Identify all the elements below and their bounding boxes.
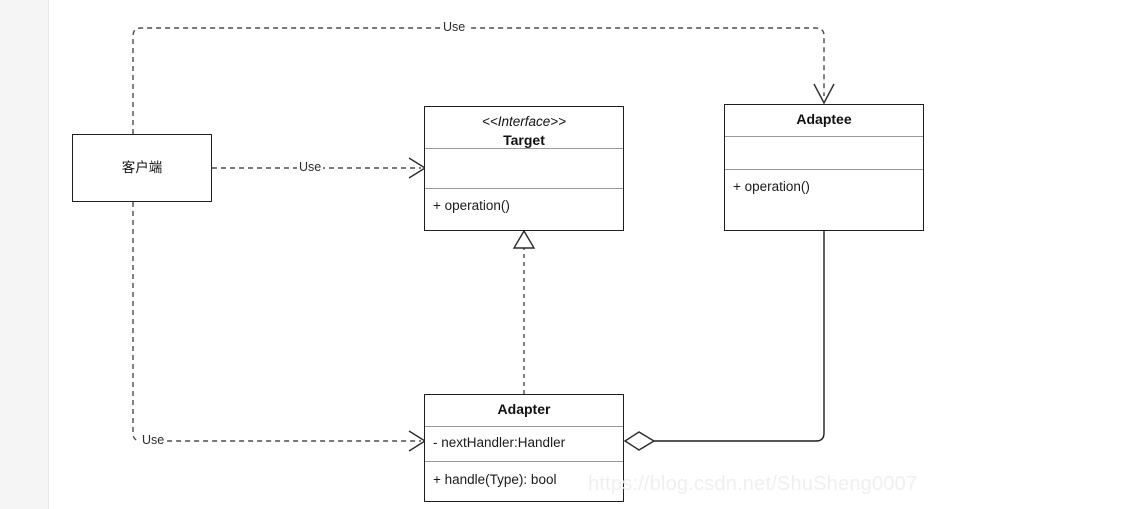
adapter-operations-compartment: + handle(Type): bool (425, 461, 623, 501)
target-class-name: Target (503, 131, 545, 148)
adaptee-operations-compartment: + operation() (725, 169, 923, 230)
aggregation-adapter-to-adaptee-diamond (623, 431, 656, 451)
adapter-box[interactable]: Adapter - nextHandler:Handler + handle(T… (424, 394, 624, 502)
aggregation-adapter-to-adaptee-line (654, 231, 825, 442)
adaptee-box[interactable]: Adaptee + operation() (724, 104, 924, 231)
adaptee-attributes-compartment (725, 136, 923, 169)
adaptee-header: Adaptee (725, 105, 923, 136)
target-header: <<Interface>> Target (425, 107, 623, 148)
adapter-attribute-item: - nextHandler:Handler (433, 435, 566, 450)
edge-label-client-to-adaptee: Use (441, 20, 468, 34)
adapter-operation-item: + handle(Type): bool (433, 472, 557, 487)
left-gutter (0, 0, 49, 509)
dependency-client-to-adaptee-line (132, 27, 825, 134)
dependency-client-to-adapter-line (132, 202, 421, 442)
adaptee-operation-item: + operation() (733, 179, 810, 194)
adapter-header: Adapter (425, 395, 623, 426)
adaptee-class-name: Adaptee (796, 111, 852, 127)
target-stereotype: <<Interface>> (481, 114, 567, 129)
target-operation-item: + operation() (433, 198, 510, 213)
target-attributes-compartment (425, 148, 623, 188)
target-interface-box[interactable]: <<Interface>> Target + operation() (424, 106, 624, 231)
client-box-label: 客户端 (121, 160, 163, 175)
realization-adapter-to-target-arrowhead (512, 229, 536, 249)
client-box[interactable]: 客户端 (72, 134, 212, 202)
dependency-client-to-adaptee-arrowhead (813, 83, 835, 105)
adapter-class-name: Adapter (497, 401, 551, 417)
watermark-text: https://blog.csdn.net/ShuSheng0007 (588, 473, 918, 495)
edge-label-client-to-target: Use (297, 160, 324, 174)
target-operations-compartment: + operation() (425, 188, 623, 230)
adapter-attributes-compartment: - nextHandler:Handler (425, 426, 623, 461)
edge-label-client-to-adapter: Use (140, 433, 167, 447)
